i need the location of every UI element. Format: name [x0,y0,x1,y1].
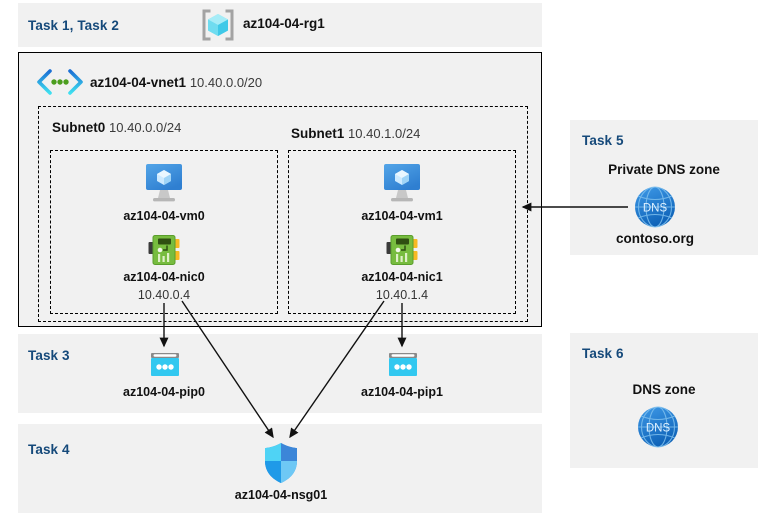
dns-zone-icon: DNS [632,184,678,230]
network-security-group-icon [261,441,301,485]
virtual-machine-icon [139,161,189,205]
resource-group-icon [200,8,236,42]
subnet0-prefix: 10.40.0.0/24 [109,120,182,135]
subnets-container [38,106,528,322]
public-ip-address-icon [386,350,420,380]
virtual-machine-icon [377,161,427,205]
dns-zone-icon: DNS [635,404,681,450]
public-ip-address-icon [148,350,182,380]
public-ip-panel [18,334,542,413]
network-interface-icon [384,232,420,268]
virtual-network-icon [36,68,84,96]
private-dns-zone-heading: Private DNS zone [608,162,720,177]
nic0-ip: 10.40.0.4 [137,288,191,302]
pip0-label: az104-04-pip0 [123,385,205,399]
vm1-label: az104-04-vm1 [361,209,443,223]
dns-icon-text: DNS [643,203,668,215]
dns-zone-heading: DNS zone [632,382,696,397]
resource-group-name-text: az104-04-rg1 [243,16,325,31]
network-interface-icon [146,232,182,268]
vm0-label: az104-04-vm0 [123,209,205,223]
pip1-label: az104-04-pip1 [361,385,443,399]
subnet0-title: Subnet0 10.40.0.0/24 [52,120,181,135]
resource-group-panel [18,3,542,47]
subnet1-title: Subnet1 10.40.1.0/24 [291,126,420,141]
vnet-address-space: 10.40.0.0/20 [189,75,263,90]
task-label-6: Task 6 [582,346,624,361]
nic1-label: az104-04-nic1 [361,270,443,284]
vnet-name: az104-04-vnet1 [90,75,187,90]
subnet1-prefix: 10.40.1.0/24 [348,126,421,141]
vnet-panel [18,52,542,327]
dns-icon-text: DNS [646,423,671,435]
task-label-3: Task 3 [28,348,70,363]
nsg-label: az104-04-nsg01 [234,488,328,502]
nic0-label: az104-04-nic0 [123,270,205,284]
nic1-ip: 10.40.1.4 [375,288,429,302]
vnet-title: az104-04-vnet1 10.40.0.0/20 [90,75,262,90]
subnet1-name: Subnet1 [291,126,345,141]
private-dns-zone-panel [570,120,758,255]
resource-group-name: az104-04-rg1 [243,16,325,31]
private-dns-zone-name: contoso.org [616,231,694,246]
task-label-5: Task 5 [582,133,624,148]
task-label-1-2: Task 1, Task 2 [28,18,119,33]
task-label-4: Task 4 [28,442,70,457]
subnet0-name: Subnet0 [52,120,106,135]
